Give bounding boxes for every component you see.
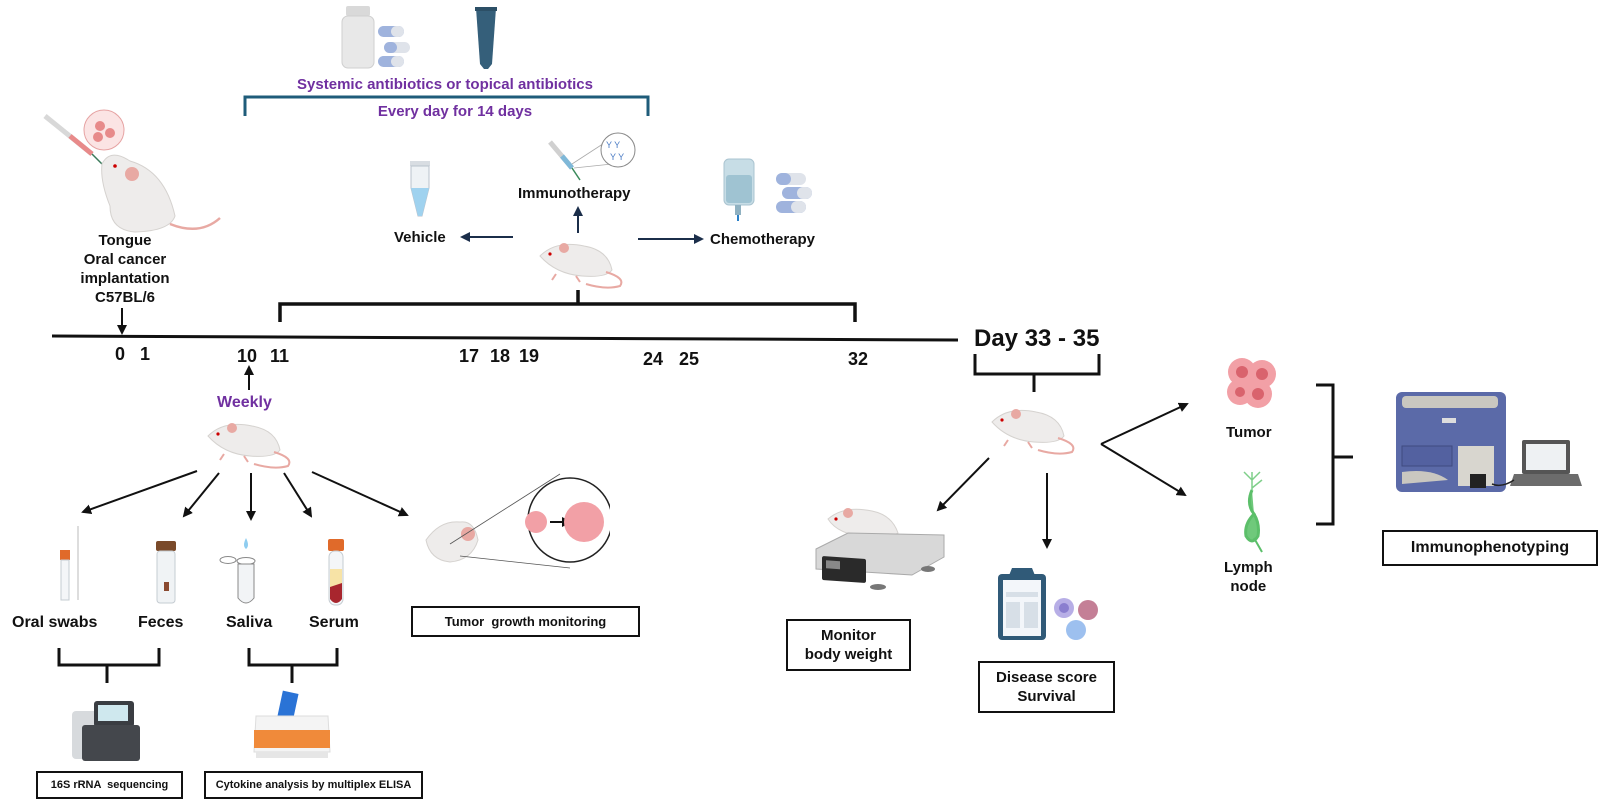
tick-day-10: 10 — [237, 346, 258, 366]
svg-text:Y Y: Y Y — [610, 152, 624, 162]
chemotherapy-label: Chemotherapy — [710, 231, 816, 248]
tick-day-1: 1 — [140, 344, 151, 364]
sample-saliva: Saliva — [226, 614, 273, 631]
tumor-cells-icon — [1227, 358, 1276, 408]
sequencing-box: 16S rRNA sequencing — [36, 771, 183, 799]
body-weight-box: Monitor body weight — [786, 619, 911, 671]
tick-day-32: 32 — [848, 349, 869, 369]
body-weight-line: Monitor — [821, 627, 876, 644]
mouse-treatment-icon — [539, 243, 623, 289]
antibiotics-title: Systemic antibiotics or topical antibiot… — [297, 76, 593, 93]
antibody-syringe-icon: Y Y Y Y — [548, 132, 636, 181]
tumor-growth-icon — [425, 473, 610, 569]
sample-serum: Serum — [309, 614, 359, 631]
implantation-line: implantation — [80, 270, 170, 287]
timeline-axis — [51, 334, 959, 342]
lymph-node-icon — [1243, 471, 1263, 553]
ointment-tube-icon — [475, 7, 497, 69]
implantation-line: C57BL/6 — [94, 289, 156, 306]
weekly-label: Weekly — [217, 394, 272, 411]
treatment-bracket — [278, 302, 857, 322]
swab-tube-icon — [60, 526, 79, 601]
tumor-monitoring-box: Tumor growth monitoring — [411, 606, 640, 637]
feces-tube-icon — [156, 541, 176, 604]
tick-day-19: 19 — [519, 346, 540, 366]
elisa-reader-icon — [253, 690, 331, 758]
tick-day-18: 18 — [490, 346, 511, 366]
tick-day-11: 11 — [270, 346, 290, 366]
implantation-line: Tongue — [98, 232, 152, 249]
disease-score-box: Disease score Survival — [978, 661, 1115, 713]
tumor-label: Tumor — [1226, 424, 1272, 441]
weighing-scale-icon — [815, 508, 945, 590]
mouse-endpoint-icon — [991, 409, 1075, 455]
chemotherapy-iv-icon — [723, 158, 812, 221]
flow-cytometer-icon — [1396, 392, 1582, 492]
pill-bottle-icon — [341, 6, 410, 69]
implantation-label: Tongue Oral cancer implantation C57BL/6 — [60, 231, 190, 307]
tick-day-17: 17 — [459, 346, 480, 366]
sequencer-icon — [72, 701, 140, 761]
antibiotics-bracket — [243, 95, 650, 116]
disease-score-line: Disease score — [996, 669, 1097, 686]
clipboard-icon — [998, 568, 1098, 640]
lymph-node-label: Lymph node — [1224, 558, 1273, 596]
serum-tube-icon — [328, 539, 344, 606]
body-weight-line: body weight — [804, 646, 893, 663]
sample-feces: Feces — [138, 614, 184, 631]
immunophenotyping-box: Immunophenotyping — [1382, 530, 1598, 566]
mouse-weekly-icon — [207, 423, 291, 469]
endpoint-day-label: Day 33 - 35 — [974, 325, 1100, 352]
svg-text:Y Y: Y Y — [606, 140, 620, 150]
cytokine-box: Cytokine analysis by multiplex ELISA — [204, 771, 423, 799]
implantation-line: Oral cancer — [83, 251, 167, 268]
lymph-node-line: Lymph — [1224, 559, 1273, 576]
tick-day-24: 24 — [643, 349, 664, 369]
mouse-injection-icon — [43, 109, 221, 233]
immunotherapy-label: Immunotherapy — [518, 185, 631, 202]
lymph-node-line: node — [1230, 578, 1267, 595]
sample-oral-swabs: Oral swabs — [12, 614, 98, 631]
vehicle-tube-icon — [410, 161, 430, 217]
capsule-icon — [378, 26, 404, 37]
antibiotics-schedule: Every day for 14 days — [377, 103, 533, 120]
tick-day-25: 25 — [679, 349, 700, 369]
disease-score-line: Survival — [1017, 688, 1076, 705]
vehicle-label: Vehicle — [394, 229, 446, 246]
tick-day-0: 0 — [115, 344, 126, 364]
saliva-tube-icon — [219, 538, 256, 604]
